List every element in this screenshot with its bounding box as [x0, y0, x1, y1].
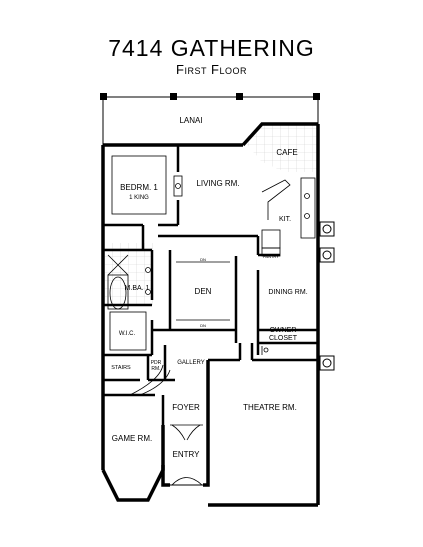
label-entry: ENTRY: [173, 450, 201, 459]
exterior-walls: [101, 122, 320, 507]
label-kitchen: KIT.: [279, 216, 291, 223]
label-bedroom: BEDRM. 1: [120, 183, 158, 192]
label-stairs: STAIRS: [111, 365, 131, 371]
label-cafe: CAFE: [276, 148, 297, 157]
ac-units: [319, 221, 335, 371]
label-game: GAME RM.: [112, 434, 152, 443]
label-theatre: THEATRE RM.: [243, 403, 297, 412]
lanai-columns: [100, 93, 320, 100]
label-gallery: GALLERY: [177, 360, 205, 366]
label-owner-closet-1: OWNER: [270, 327, 297, 334]
interior-walls: [103, 145, 318, 425]
plan-subtitle: First Floor: [176, 62, 247, 77]
label-pantry: PANTRY: [263, 254, 279, 259]
tiled-floor: [105, 124, 317, 305]
label-bedroom-bed: 1 KING: [129, 195, 149, 201]
label-foyer: FOYER: [172, 403, 200, 412]
label-living: LIVING RM.: [196, 179, 239, 188]
label-pdr-2: RM.: [151, 366, 160, 372]
fixtures: [107, 155, 316, 486]
label-dn-top: DN: [200, 257, 206, 262]
label-den: DEN: [195, 287, 212, 296]
label-wic: W.I.C.: [119, 331, 136, 337]
plan-title: 7414 GATHERING: [108, 35, 315, 61]
label-lanai: LANAI: [179, 116, 202, 125]
label-pdr-1: PDR: [151, 360, 162, 366]
label-dn-bottom: DN: [200, 323, 206, 328]
room-labels: LANAI CAFE BEDRM. 1 1 KING LIVING RM. KI…: [111, 116, 307, 459]
label-owner-closet-2: CLOSET: [269, 335, 298, 342]
label-mba: M.BA. 1: [125, 285, 150, 292]
lanai-outline: [102, 96, 319, 145]
label-dining: DINING RM.: [268, 289, 307, 296]
